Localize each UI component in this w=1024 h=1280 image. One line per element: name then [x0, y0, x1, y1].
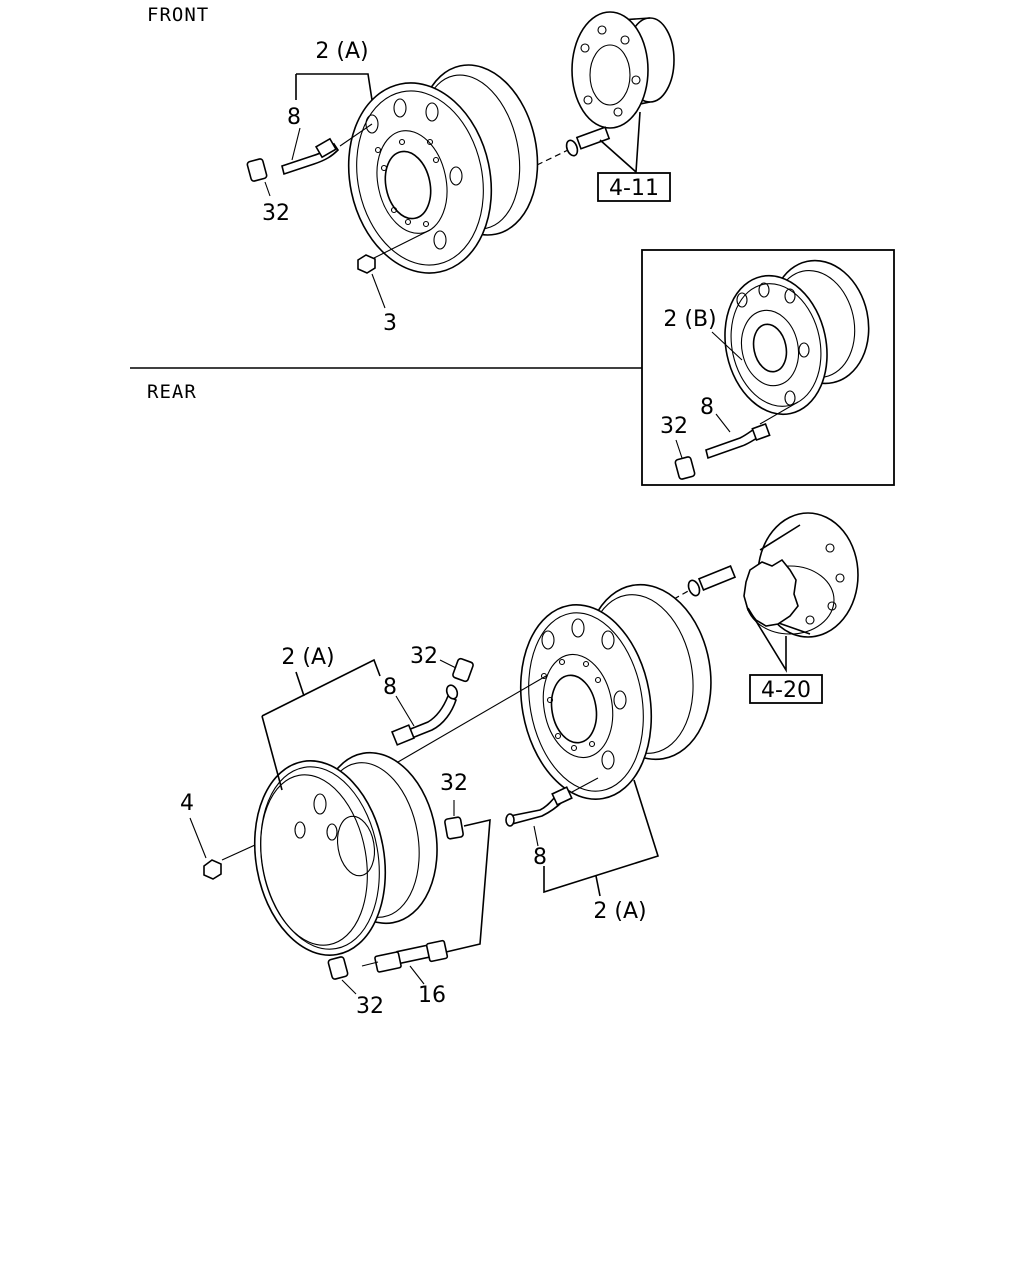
- front-valve-cap: [246, 158, 268, 182]
- front-nut-leader: [365, 229, 431, 263]
- rear-outer-cap-leader: [439, 659, 457, 669]
- rear-inner-valve-line: [571, 777, 599, 793]
- front-wheel: [347, 64, 539, 274]
- rear-outer-cap-label: 32: [410, 644, 438, 669]
- inset-valve-leader-line: [759, 401, 799, 425]
- rear-nut-leader: [189, 817, 207, 859]
- front-wheel-leader: [295, 73, 373, 101]
- rear-outer-wheel-leader: [261, 658, 381, 791]
- front-cap-leader: [264, 181, 271, 197]
- inset-valve-label: 8: [700, 395, 714, 420]
- front-bolt-leader: [536, 149, 569, 166]
- front-hub: [571, 11, 675, 129]
- inset-cap-leader: [675, 439, 683, 459]
- rear-outer-valve-label: 8: [383, 675, 397, 700]
- front-nut-label-leader: [371, 273, 386, 309]
- front-valve-stem: [281, 137, 340, 176]
- extension-cap-leader: [341, 979, 357, 995]
- rear-inner-wheel: [519, 583, 712, 800]
- rear-inner-valve-leader: [533, 825, 539, 847]
- rear-ref-label: 4-20: [761, 678, 811, 703]
- rear-axle-line: [397, 675, 547, 763]
- front-nut-label: 3: [383, 311, 397, 336]
- rear-outer-wheel: [253, 751, 438, 956]
- rear-inner-valve-stem: [505, 786, 573, 827]
- inset-valve-leader: [715, 413, 731, 433]
- rear-hub: [743, 512, 859, 638]
- front-section-title: FRONT: [147, 4, 209, 26]
- front-ref-box: [597, 172, 671, 202]
- inset-valve-cap: [674, 456, 696, 480]
- rear-outer-wheel-leader-2: [295, 671, 305, 697]
- extension-leader: [409, 965, 425, 985]
- extension-label: 16: [418, 983, 446, 1008]
- front-valve-leader-2: [291, 127, 301, 161]
- rear-section-title: REAR: [147, 381, 197, 403]
- rear-inner-wheel-leader: [543, 779, 660, 894]
- rear-inner-valve-label: 8: [533, 845, 547, 870]
- inset-wheel-label: 2 (B): [663, 307, 716, 332]
- rear-outer-valve-stem: [390, 684, 459, 746]
- rear-outer-valve-leader: [395, 695, 415, 727]
- rear-nut-label: 4: [180, 791, 194, 816]
- extension-cap-label: 32: [356, 994, 384, 1019]
- rear-wheel-nut: [203, 859, 222, 880]
- front-wheel-nut: [357, 254, 376, 274]
- rear-inner-cap-label: 32: [440, 771, 468, 796]
- rear-inner-wheel-leader-2: [595, 875, 601, 897]
- front-valve-leader: [339, 123, 373, 147]
- inset-wheel-leader: [711, 331, 743, 361]
- rear-hub-bolt: [687, 565, 737, 597]
- front-cap-label: 32: [262, 201, 290, 226]
- valve-extension-hose: [361, 939, 449, 973]
- inset-cap-label: 32: [660, 414, 688, 439]
- rear-outer-valve-cap: [452, 657, 474, 683]
- extension-connect-leader: [445, 818, 491, 953]
- inset-valve-stem: [705, 422, 771, 460]
- front-ref-label: 4-11: [609, 176, 659, 201]
- front-wheel-label: 2 (A): [315, 39, 368, 64]
- front-valve-label: 8: [287, 105, 301, 130]
- rear-outer-wheel-label: 2 (A): [281, 645, 334, 670]
- front-ref-leader: [599, 111, 641, 174]
- inset-wheel: [724, 259, 870, 416]
- rear-inner-valve-cap: [444, 816, 464, 840]
- rear-inner-wheel-label: 2 (A): [593, 899, 646, 924]
- extension-cap: [327, 956, 349, 980]
- rear-ref-box: [749, 674, 823, 704]
- rear-ref-leader: [747, 607, 787, 673]
